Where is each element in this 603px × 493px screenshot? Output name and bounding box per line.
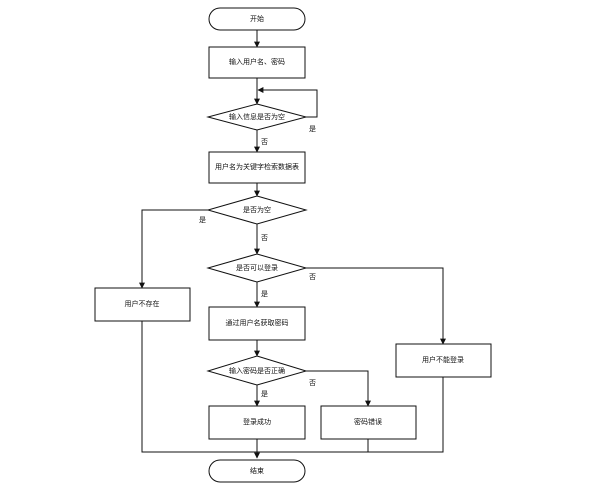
check-info-empty-node: 输入信息是否为空 — [206, 103, 308, 131]
check-pwd-correct-label: 输入密码是否正确 — [229, 366, 285, 375]
can-login-yes-label: 是 — [261, 290, 268, 298]
edge-user-not-exist-to-end — [141, 321, 257, 453]
user-not-exist-label: 用户不存在 — [125, 299, 160, 308]
check-result-empty-node: 是否为空 — [206, 195, 308, 225]
end-label: 结束 — [250, 466, 264, 475]
get-pwd-by-username-node: 通过用户名获取密码 — [208, 306, 306, 341]
can-login-no-label: 否 — [309, 273, 316, 281]
info-empty-no-label: 否 — [261, 138, 268, 146]
edge-can-login-no — [306, 267, 446, 345]
start-node: 开始 — [208, 7, 306, 31]
pwd-correct-yes-label: 是 — [261, 390, 268, 398]
edges — [139, 30, 446, 459]
login-success-node: 登录成功 — [208, 405, 306, 440]
start-label: 开始 — [250, 14, 264, 23]
edge-pwd-error-to-end — [257, 439, 369, 453]
edge-cannot-login-to-end — [368, 377, 444, 453]
search-by-username-node: 用户名为关键字检索数据表 — [208, 151, 306, 184]
can-login-label: 是否可以登录 — [236, 263, 278, 272]
login-success-label: 登录成功 — [243, 417, 271, 426]
pwd-error-node: 密码错误 — [320, 405, 417, 440]
get-pwd-by-username-label: 通过用户名获取密码 — [226, 318, 289, 327]
user-not-exist-node: 用户不存在 — [94, 287, 191, 322]
input-user-pwd-label: 输入用户名、密码 — [229, 57, 285, 66]
input-user-pwd-node: 输入用户名、密码 — [208, 46, 306, 79]
pwd-error-label: 密码错误 — [354, 417, 382, 426]
edge-info-empty-yes-loop — [257, 87, 318, 118]
edge-pwd-correct-no — [306, 370, 371, 407]
edge-result-empty-yes — [139, 209, 208, 289]
edge-labels: 是 否 是 否 否 是 否 是 — [199, 125, 316, 398]
result-empty-yes-label: 是 — [199, 216, 206, 224]
check-pwd-correct-node: 输入密码是否正确 — [206, 355, 308, 386]
cannot-login-label: 用户不能登录 — [422, 355, 464, 364]
check-info-empty-label: 输入信息是否为空 — [229, 112, 285, 121]
can-login-node: 是否可以登录 — [206, 253, 308, 283]
pwd-correct-no-label: 否 — [309, 379, 316, 387]
check-result-empty-label: 是否为空 — [243, 205, 271, 214]
cannot-login-node: 用户不能登录 — [395, 343, 492, 378]
end-node: 结束 — [208, 459, 306, 483]
info-empty-yes-label: 是 — [309, 125, 316, 133]
search-by-username-label: 用户名为关键字检索数据表 — [215, 162, 299, 171]
result-empty-no-label: 否 — [261, 234, 268, 242]
